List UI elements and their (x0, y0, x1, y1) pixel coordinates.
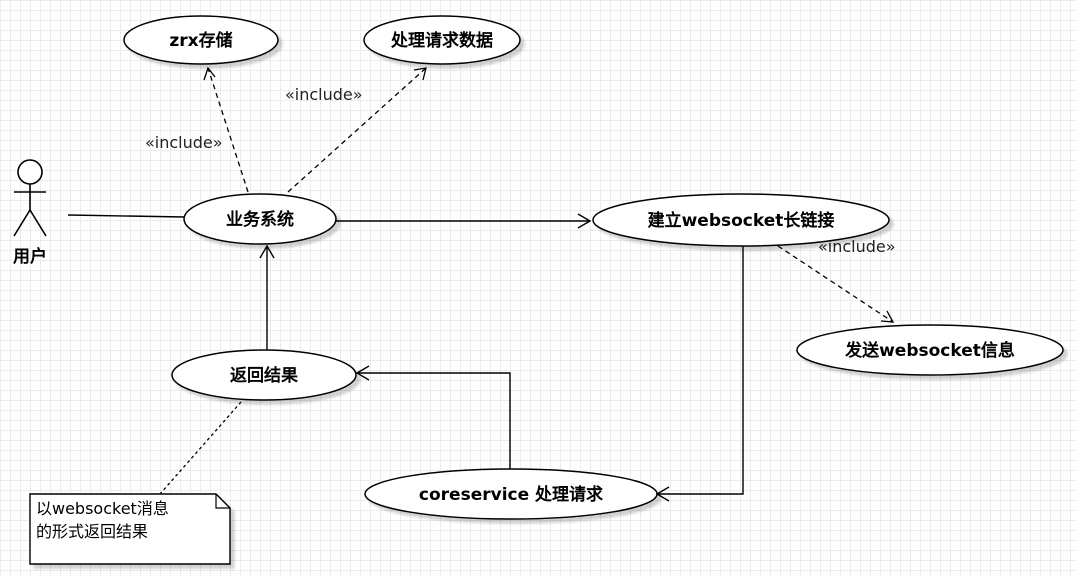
svg-text:处理请求数据: 处理请求数据 (390, 30, 493, 51)
association-user-business (67, 214, 186, 218)
note-line-2: 的形式返回结果 (36, 522, 148, 541)
note-line-1: 以websocket消息 (36, 499, 169, 518)
stereotype-include-send: «include» (818, 237, 896, 256)
arrow-websocket-to-coreservice (655, 246, 744, 502)
usecase-process-request-data[interactable]: 处理请求数据 (363, 15, 521, 65)
arrow-coreservice-to-return (355, 365, 511, 470)
actor-left-leg (13, 209, 31, 237)
actor-label: 用户 (13, 246, 47, 267)
usecase-business-system[interactable]: 业务系统 (183, 193, 337, 245)
usecase-zrx-storage[interactable]: zrx存储 (123, 15, 279, 65)
note-anchor-line (159, 401, 242, 495)
include-arrow-data (287, 67, 427, 193)
stereotype-include-zrx: «include» (145, 133, 223, 152)
actor-right-leg (29, 209, 47, 237)
stereotype-include-data: «include» (285, 85, 363, 104)
arrow-business-to-websocket (336, 213, 592, 229)
note-websocket-return[interactable]: 以websocket消息 的形式返回结果 (29, 493, 231, 565)
svg-text:建立websocket长链接: 建立websocket长链接 (648, 210, 835, 231)
arrow-return-to-business (259, 244, 275, 351)
include-arrow-zrx (203, 66, 249, 193)
svg-text:coreservice 处理请求: coreservice 处理请求 (419, 484, 603, 505)
actor-user[interactable]: 用户 (13, 159, 47, 267)
usecase-return-result[interactable]: 返回结果 (171, 349, 357, 401)
usecase-send-websocket-info[interactable]: 发送websocket信息 (796, 324, 1064, 376)
svg-text:发送websocket信息: 发送websocket信息 (844, 340, 1015, 361)
svg-text:业务系统: 业务系统 (226, 209, 294, 230)
usecase-websocket-long-link[interactable]: 建立websocket长链接 (592, 193, 890, 247)
include-arrow-send (777, 245, 895, 323)
actor-head (17, 159, 43, 185)
svg-text:返回结果: 返回结果 (230, 365, 298, 386)
usecase-coreservice[interactable]: coreservice 处理请求 (364, 468, 658, 520)
svg-text:zrx存储: zrx存储 (169, 30, 232, 51)
